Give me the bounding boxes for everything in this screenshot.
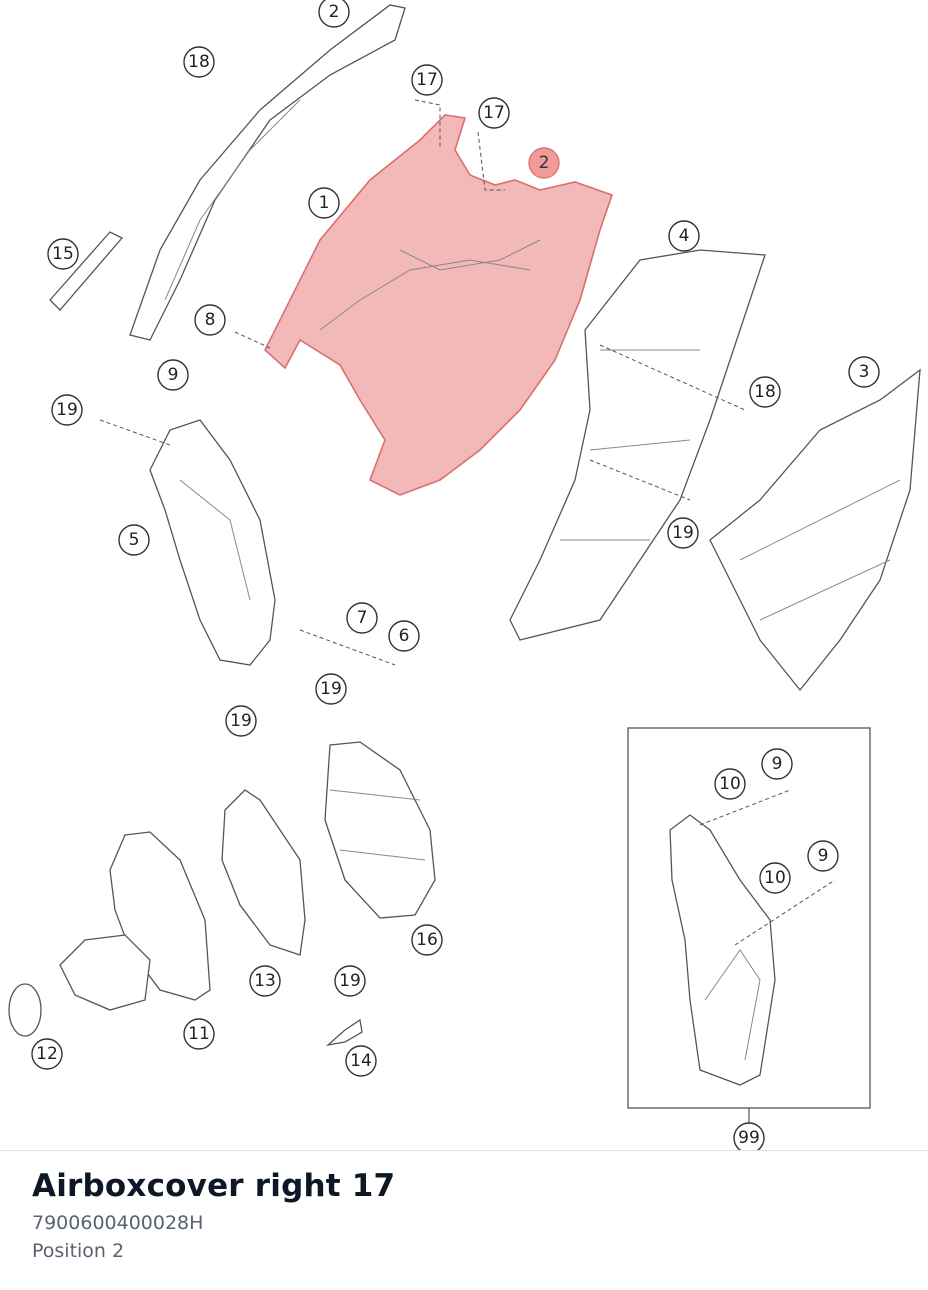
callout-9[interactable]: 9 (761, 748, 793, 780)
svg-text:7: 7 (357, 608, 368, 628)
callout-3[interactable]: 3 (848, 356, 880, 388)
callout-2-top[interactable]: 2 (318, 0, 350, 28)
svg-text:9: 9 (168, 365, 179, 385)
product-info: Airboxcover right 17 7900600400028H Posi… (32, 1168, 896, 1268)
callout-17[interactable]: 17 (411, 64, 443, 96)
svg-text:14: 14 (350, 1051, 372, 1071)
svg-text:10: 10 (764, 868, 786, 888)
svg-text:12: 12 (36, 1044, 58, 1064)
svg-text:10: 10 (719, 774, 741, 794)
svg-text:8: 8 (205, 310, 216, 330)
part-number: 7900600400028H (32, 1212, 204, 1234)
divider (0, 1150, 928, 1151)
svg-text:18: 18 (188, 52, 210, 72)
callout-15[interactable]: 13 (249, 965, 281, 997)
svg-text:1: 1 (319, 193, 330, 213)
callout-5[interactable]: 5 (118, 524, 150, 556)
position-label: Position 2 (32, 1240, 125, 1262)
svg-text:9: 9 (772, 754, 783, 774)
svg-text:18: 18 (754, 382, 776, 402)
svg-text:9: 9 (818, 846, 829, 866)
part-15-frame (221, 789, 306, 956)
part-16-cover (324, 741, 436, 919)
callout-19[interactable]: 19 (51, 394, 83, 426)
callout-6[interactable]: 6 (388, 620, 420, 652)
callout-7[interactable]: 7 (346, 602, 378, 634)
svg-text:2: 2 (539, 153, 550, 173)
part-12-clamp (8, 983, 42, 1037)
svg-text:19: 19 (320, 679, 342, 699)
part-13-boot (59, 934, 151, 1011)
svg-text:11: 11 (188, 1024, 210, 1044)
callout-2-highlighted[interactable]: 2 (528, 147, 560, 179)
svg-text:19: 19 (56, 400, 78, 420)
svg-text:6: 6 (399, 626, 410, 646)
callout-12[interactable]: 12 (31, 1038, 63, 1070)
callout-19[interactable]: 19 (225, 705, 257, 737)
part-14-bracket (325, 1018, 363, 1047)
callout-10[interactable]: 10 (759, 862, 791, 894)
part-11-pad (49, 231, 124, 311)
svg-text:19: 19 (339, 971, 361, 991)
callout-16[interactable]: 16 (411, 924, 443, 956)
callout-18[interactable]: 18 (183, 46, 215, 78)
callout-17[interactable]: 17 (478, 97, 510, 129)
svg-text:16: 16 (416, 930, 438, 950)
callout-18[interactable]: 18 (749, 376, 781, 408)
callout-4[interactable]: 4 (668, 220, 700, 252)
callout-1[interactable]: 1 (308, 187, 340, 219)
part-99-bracket (669, 814, 776, 1086)
callout-99[interactable]: 99 (733, 1122, 765, 1150)
svg-text:2: 2 (329, 2, 340, 22)
callout-9[interactable]: 9 (807, 840, 839, 872)
part-3-panel (709, 368, 921, 692)
svg-text:4: 4 (679, 226, 690, 246)
svg-text:5: 5 (129, 530, 140, 550)
part-1-airbox-cover-highlighted[interactable] (264, 114, 614, 496)
callout-9[interactable]: 9 (157, 359, 189, 391)
callout-19[interactable]: 19 (667, 517, 699, 549)
callout-10[interactable]: 10 (714, 768, 746, 800)
product-title: Airboxcover right 17 (32, 1168, 396, 1204)
svg-text:99: 99 (738, 1128, 760, 1148)
svg-text:15: 15 (52, 244, 74, 264)
callout-13[interactable]: 11 (183, 1018, 215, 1050)
callout-19[interactable]: 19 (315, 673, 347, 705)
callout-11[interactable]: 15 (47, 238, 79, 270)
part-5-frame (149, 419, 276, 666)
svg-text:17: 17 (416, 70, 438, 90)
svg-text:19: 19 (672, 523, 694, 543)
svg-text:19: 19 (230, 711, 252, 731)
part-side-panel (129, 4, 406, 341)
svg-text:13: 13 (254, 971, 276, 991)
svg-text:17: 17 (483, 103, 505, 123)
callout-14[interactable]: 14 (345, 1045, 377, 1077)
callout-8[interactable]: 8 (194, 304, 226, 336)
callout-19[interactable]: 19 (334, 965, 366, 997)
parts-diagram[interactable]: 2 18 17 17 2 1 15 4 8 9 3 18 19 19 5 7 6… (0, 0, 928, 1150)
svg-text:3: 3 (859, 362, 870, 382)
